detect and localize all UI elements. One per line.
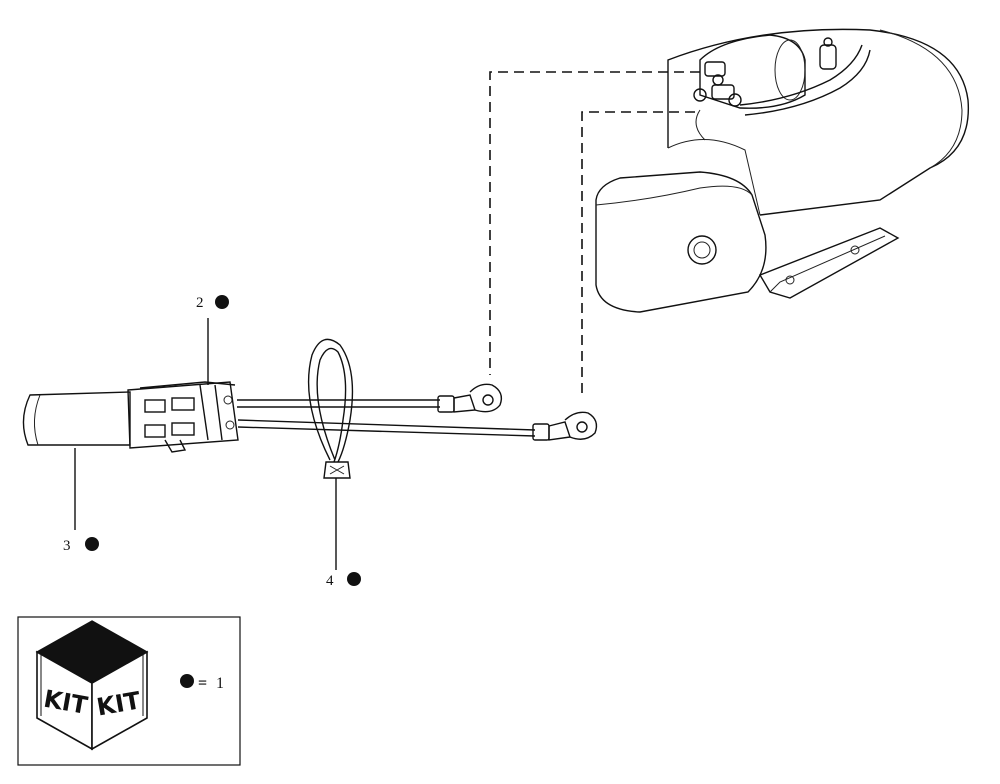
- kit-dot-4: [347, 572, 361, 586]
- legend-quantity: 1: [216, 675, 224, 692]
- callout-4: 4: [326, 572, 361, 589]
- callout-2: 2: [196, 295, 229, 311]
- wires: [237, 399, 536, 437]
- cable-jacket: [22, 391, 131, 446]
- wiring-connection-lines: [489, 71, 700, 395]
- callout-label-3: 3: [63, 538, 71, 554]
- kit-cube-icon: KIT KIT: [35, 620, 149, 751]
- legend-dot: [180, 674, 194, 688]
- kit-dot-3: [85, 537, 99, 551]
- ring-terminal-lower: [532, 411, 598, 441]
- terminal-posts: [693, 37, 837, 107]
- cable-tie: [307, 338, 354, 479]
- legend-equals: =: [198, 675, 207, 692]
- callout-3: 3: [63, 537, 99, 554]
- callout-leaders: [74, 318, 337, 570]
- connector-assembly: [22, 381, 239, 453]
- legend-box: KIT KIT = 1: [17, 616, 241, 766]
- callout-label-4: 4: [326, 573, 334, 589]
- kit-dot-2: [215, 295, 229, 309]
- electric-motor: [595, 28, 970, 313]
- ring-terminal-upper: [437, 383, 503, 413]
- callout-label-2: 2: [196, 295, 204, 311]
- connector-body: [127, 381, 239, 453]
